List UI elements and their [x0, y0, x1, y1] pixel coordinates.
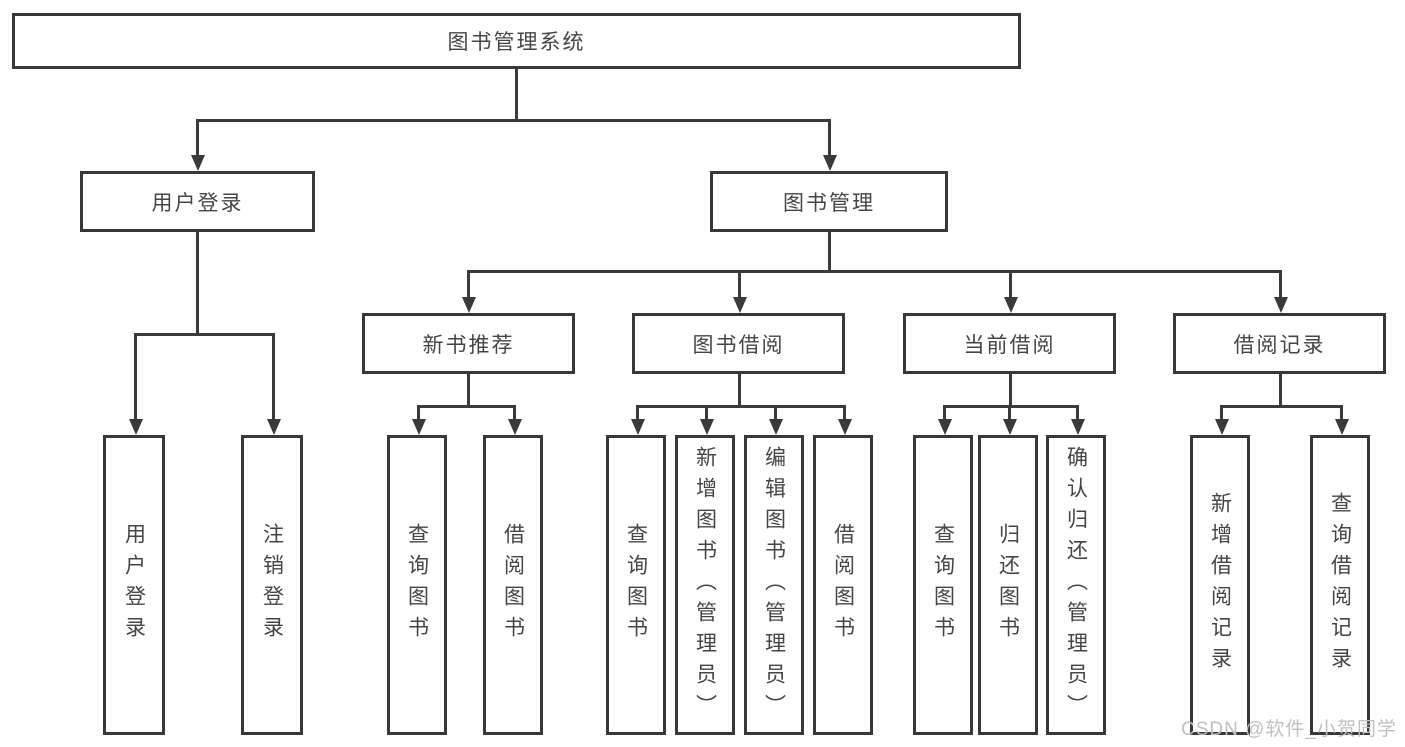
arrowhead-down-icon: [938, 419, 952, 435]
connector-line-h: [1220, 405, 1343, 408]
node-book-borrowing: 图书借阅: [632, 313, 845, 374]
node-root-library-management-system: 图书管理系统: [12, 13, 1021, 69]
arrowhead-down-icon: [267, 419, 281, 435]
arrowhead-down-icon: [631, 419, 645, 435]
arrowhead-down-icon: [823, 155, 837, 171]
node-borrowing-records: 借阅记录: [1173, 313, 1386, 374]
connector-line-v: [1009, 374, 1012, 407]
connector-line-v: [196, 232, 199, 335]
connector-line-v: [417, 405, 420, 420]
leaf-query-books-current: 查询图书: [913, 435, 973, 735]
connector-line-v: [636, 405, 639, 420]
node-user-login: 用户登录: [80, 171, 315, 232]
leaf-return-books: 归还图书: [978, 435, 1038, 735]
leaf-query-borrow-record: 查询借阅记录: [1310, 435, 1370, 735]
csdn-watermark: CSDN @软件_小贺同学: [1181, 719, 1397, 740]
leaf-query-books-borrowing: 查询图书: [606, 435, 666, 735]
connector-line-v: [515, 68, 518, 121]
arrowhead-down-icon: [838, 419, 852, 435]
connector-line-v: [774, 405, 777, 420]
leaf-add-borrow-record: 新增借阅记录: [1190, 435, 1250, 735]
leaf-borrow-books-borrowing: 借阅图书: [813, 435, 873, 735]
leaf-add-books-admin: 新增图书（管理员）: [675, 435, 735, 735]
node-book-management: 图书管理: [710, 171, 948, 232]
connector-line-v: [1340, 405, 1343, 420]
arrowhead-down-icon: [700, 419, 714, 435]
connector-line-v: [828, 232, 831, 272]
arrowhead-down-icon: [1274, 297, 1288, 313]
arrowhead-down-icon: [191, 155, 205, 171]
connector-line-h: [417, 405, 516, 408]
leaf-edit-books-admin: 编辑图书（管理员）: [744, 435, 804, 735]
connector-line-v: [705, 405, 708, 420]
arrowhead-down-icon: [1004, 297, 1018, 313]
connector-line-v: [513, 405, 516, 420]
connector-line-v: [134, 333, 137, 420]
leaf-user-login: 用户登录: [103, 435, 165, 735]
arrowhead-down-icon: [129, 419, 143, 435]
connector-line-h: [196, 119, 831, 122]
connector-line-v: [943, 405, 946, 420]
connector-line-v: [1220, 405, 1223, 420]
connector-line-v: [1009, 270, 1012, 298]
arrowhead-down-icon: [1335, 419, 1349, 435]
leaf-borrow-books-recommend: 借阅图书: [483, 435, 543, 735]
arrowhead-down-icon: [1003, 419, 1017, 435]
node-current-borrowing: 当前借阅: [903, 313, 1116, 374]
arrowhead-down-icon: [1071, 419, 1085, 435]
arrowhead-down-icon: [733, 297, 747, 313]
connector-line-v: [828, 119, 831, 156]
arrowhead-down-icon: [1215, 419, 1229, 435]
connector-line-v: [738, 270, 741, 298]
connector-line-v: [1076, 405, 1079, 420]
connector-line-v: [843, 405, 846, 420]
connector-line-v: [1279, 374, 1282, 407]
arrowhead-down-icon: [462, 297, 476, 313]
connector-line-v: [1279, 270, 1282, 298]
leaf-query-books-recommend: 查询图书: [387, 435, 447, 735]
leaf-logout: 注销登录: [241, 435, 303, 735]
arrowhead-down-icon: [508, 419, 522, 435]
arrowhead-down-icon: [412, 419, 426, 435]
connector-line-v: [467, 270, 470, 298]
leaf-confirm-return-admin: 确认归还（管理员）: [1046, 435, 1106, 735]
connector-line-h: [467, 270, 1282, 273]
connector-line-v: [738, 374, 741, 407]
node-new-book-recommend: 新书推荐: [362, 313, 575, 374]
arrowhead-down-icon: [769, 419, 783, 435]
connector-line-v: [272, 333, 275, 420]
connector-line-v: [1008, 405, 1011, 420]
connector-line-h: [134, 333, 275, 336]
connector-line-h: [943, 405, 1079, 408]
connector-line-v: [467, 374, 470, 407]
connector-line-h: [636, 405, 846, 408]
connector-line-v: [196, 119, 199, 156]
